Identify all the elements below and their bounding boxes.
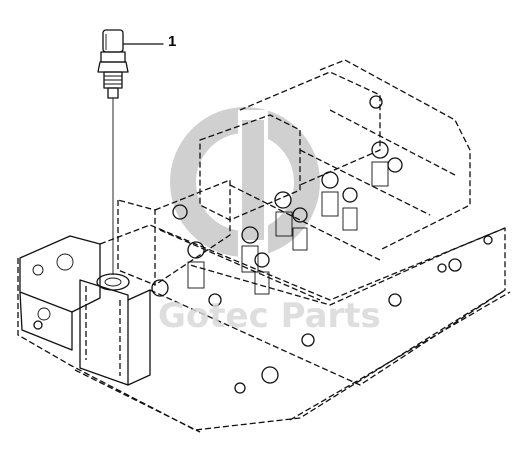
cylinder-head bbox=[17, 59, 511, 433]
watermark-logo bbox=[170, 107, 320, 260]
callout-number-1[interactable]: 1 bbox=[168, 33, 177, 50]
sensor-part-1[interactable] bbox=[97, 29, 129, 99]
watermark-text: Gotec Parts bbox=[158, 296, 381, 336]
